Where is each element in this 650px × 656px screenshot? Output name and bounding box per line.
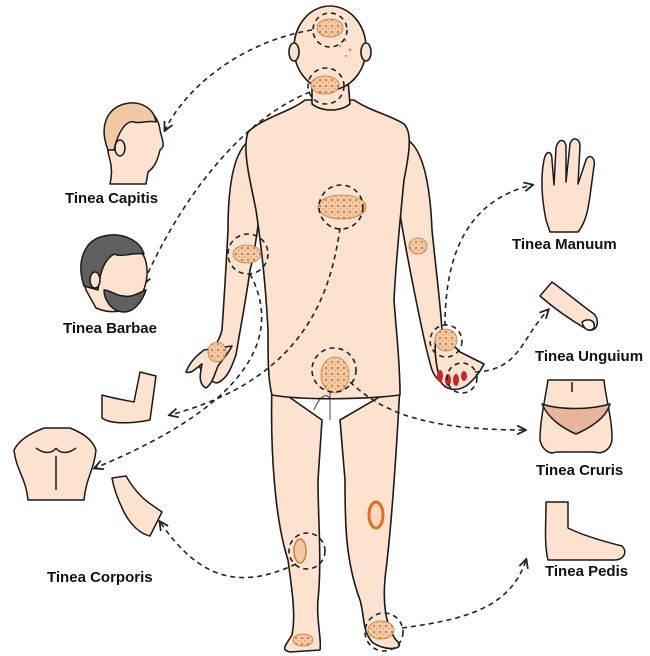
head-profile-icon xyxy=(104,103,163,184)
left-leg xyxy=(272,385,322,652)
finger-icon xyxy=(540,282,597,330)
label-tinea-pedis: Tinea Pedis xyxy=(545,563,628,580)
torso-icon xyxy=(14,428,96,500)
label-tinea-unguium: Tinea Unguium xyxy=(535,348,643,365)
label-tinea-cruris: Tinea Cruris xyxy=(536,462,623,479)
label-tinea-capitis: Tinea Capitis xyxy=(65,190,158,207)
hand-icon xyxy=(542,139,594,232)
label-tinea-manuum: Tinea Manuum xyxy=(512,236,617,253)
label-tinea-corporis: Tinea Corporis xyxy=(47,569,153,586)
arm-icon xyxy=(102,372,156,423)
hips-icon xyxy=(540,380,612,453)
label-tinea-barbae: Tinea Barbae xyxy=(63,320,157,337)
bearded-head-icon xyxy=(81,235,147,312)
human-body-figure xyxy=(186,6,484,652)
foot-icon xyxy=(546,502,625,560)
torso xyxy=(246,100,409,399)
knee-icon xyxy=(112,476,162,536)
